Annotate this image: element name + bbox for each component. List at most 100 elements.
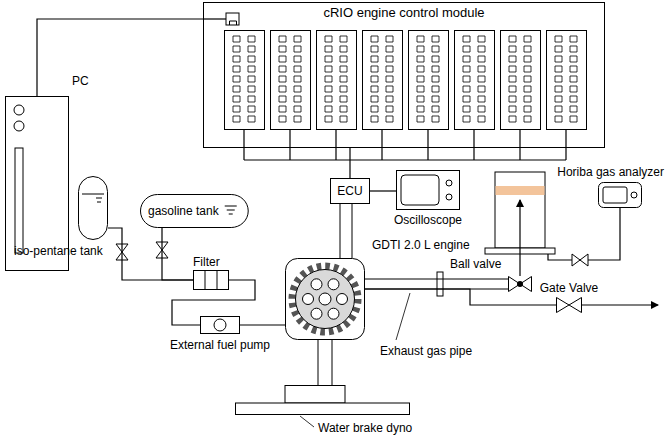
dyno-part	[236, 403, 410, 415]
fuel-tank: gasoline tank	[140, 194, 249, 228]
ball-valve-part	[509, 277, 532, 292]
fuel-filter-part	[205, 271, 217, 290]
gate-valve: Gate Valve	[556, 297, 582, 313]
engine-block-part	[311, 279, 322, 290]
part-label: Exhaust gas pipe	[380, 344, 472, 358]
exhaust-pipe	[365, 279, 508, 289]
oscilloscope-part	[446, 194, 452, 200]
engine-block-part	[319, 293, 331, 305]
sample-valve	[572, 254, 588, 266]
engine-block-part	[286, 259, 365, 340]
exhaust-pipe	[365, 289, 556, 305]
control-module: cRIO engine control module	[203, 2, 605, 148]
node-text: cRIO engine control module	[323, 5, 484, 21]
fuel-pump-part	[201, 317, 240, 334]
leader-line	[300, 416, 314, 427]
fuel-pump-shape	[200, 316, 240, 334]
gas-analyzer: Horiba gas analyzer	[598, 182, 642, 208]
engine-block-part	[328, 279, 339, 290]
exhaust-outlet-arrow	[582, 304, 658, 305]
drive-shaft	[318, 340, 332, 385]
oscilloscope-part	[446, 180, 452, 186]
pc-tower-part	[15, 148, 23, 253]
io-module	[455, 31, 495, 130]
fuel-tank-part	[82, 194, 104, 202]
dyno: Water brake dyno	[235, 385, 410, 415]
fuel-filter-shape	[193, 270, 229, 290]
signal-wire	[370, 190, 396, 191]
ethernet-cable	[37, 19, 203, 96]
node-label: Oscilloscope	[394, 213, 462, 227]
fuel-tank-part	[225, 206, 237, 214]
node-label: PC	[72, 74, 89, 88]
fuel-line	[240, 324, 285, 325]
fuel-pump-part	[214, 319, 226, 331]
control-module-shape	[203, 2, 605, 148]
fuel-tank-part	[79, 177, 108, 240]
node-text: gasoline tank	[148, 204, 219, 218]
fuel-line	[162, 228, 193, 280]
oscilloscope-part	[397, 171, 460, 210]
sample-line	[548, 208, 620, 260]
dyno-shape	[235, 385, 410, 415]
gas-analyzer-part	[631, 192, 637, 198]
node-label: External fuel pump	[170, 338, 270, 352]
ethernet-notch	[230, 21, 237, 25]
ecu-box: ECU	[330, 178, 370, 204]
gas-analyzer-shape	[598, 182, 642, 208]
io-module	[317, 31, 357, 130]
node-label: Filter	[193, 255, 220, 269]
fuel-pump: External fuel pump	[200, 316, 240, 334]
gas-analyzer-part	[599, 183, 642, 208]
node-label: Water brake dyno	[318, 421, 412, 435]
engine-block-shape	[285, 258, 365, 340]
io-module	[501, 31, 541, 130]
ethernet-wire	[203, 18, 226, 19]
flow-arrow	[519, 200, 520, 276]
engine-block-part	[292, 266, 358, 332]
io-module	[409, 31, 449, 130]
ecu-box-part	[331, 179, 370, 204]
oscilloscope-shape	[396, 170, 460, 210]
engine-block: GDTI 2.0 L engine	[285, 258, 365, 340]
node-label: Gate Valve	[540, 281, 598, 295]
cylinder-band	[496, 186, 545, 195]
pc-tower-part	[14, 105, 24, 115]
engine-block-part	[311, 308, 322, 319]
node-label: Horiba gas analyzer	[557, 165, 664, 179]
leader-line	[396, 293, 410, 340]
engine-block-part	[296, 270, 355, 329]
gate-valve-part	[569, 304, 570, 305]
fuel-tank: iso-pentane tank	[78, 176, 108, 240]
gate-valve-part	[557, 298, 582, 313]
ball-valve: Ball valve	[508, 276, 532, 292]
signal-bus	[349, 148, 350, 178]
gate-valve-shape	[556, 297, 582, 313]
fuel-line	[108, 228, 193, 280]
ethernet-port	[226, 13, 239, 25]
ball-valve-shape	[508, 276, 532, 292]
engine-block-part	[303, 294, 314, 305]
engine-block-part	[328, 308, 339, 319]
pc-tower-part	[14, 121, 24, 131]
fuel-filter-part	[194, 271, 229, 290]
gas-analyzer-part	[603, 187, 627, 203]
io-module	[363, 31, 403, 130]
node-label: GDTI 2.0 L engine	[372, 238, 470, 252]
pipe-flange	[437, 272, 443, 296]
oscilloscope-part	[401, 175, 439, 205]
io-module	[225, 31, 265, 130]
io-module	[271, 31, 311, 130]
fuel-tank-part	[141, 195, 249, 228]
dyno-part	[285, 386, 345, 404]
node-label: iso-pentane tank	[14, 244, 103, 258]
engine-block-part	[337, 294, 348, 305]
node-label: Ball valve	[450, 257, 501, 271]
io-module	[547, 31, 587, 130]
ball-valve-part	[517, 281, 523, 287]
oscilloscope: Oscilloscope	[396, 170, 460, 210]
module-bus	[244, 130, 566, 160]
control-harness	[340, 204, 352, 258]
control-module-part	[204, 3, 605, 148]
